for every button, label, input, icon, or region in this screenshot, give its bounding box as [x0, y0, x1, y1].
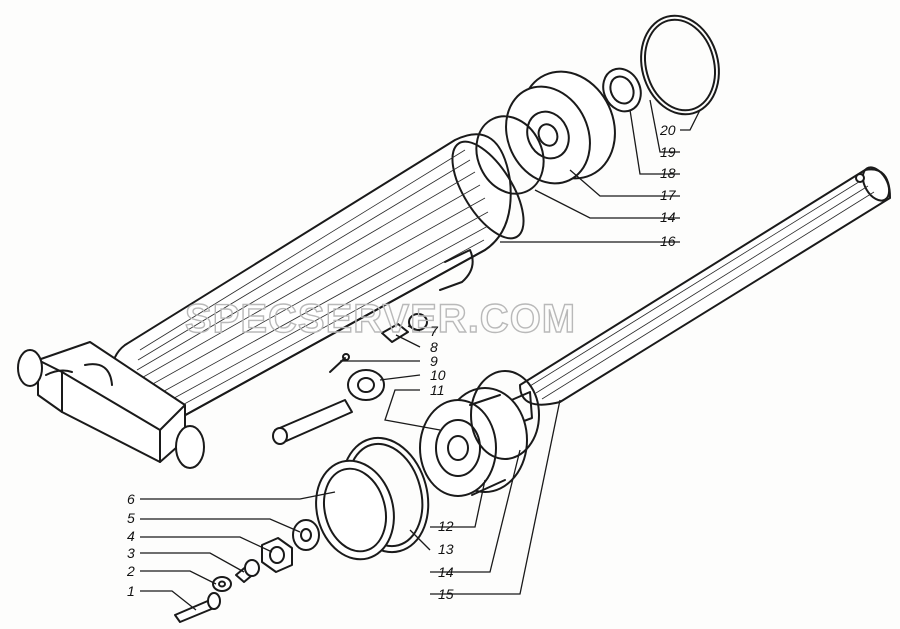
seal-18 — [602, 67, 642, 113]
callout-19: 19 — [660, 144, 676, 160]
union-8 — [381, 323, 409, 343]
piston-rod — [499, 166, 891, 429]
retaining-ring-20 — [640, 14, 720, 116]
callout-18: 18 — [660, 165, 676, 181]
callout-15: 15 — [438, 586, 454, 602]
callout-10: 10 — [430, 367, 446, 383]
callout-8: 8 — [430, 339, 438, 355]
callout-6: 6 — [127, 491, 135, 507]
bolt-1 — [174, 592, 221, 623]
callout-7: 7 — [430, 323, 439, 339]
washer-2 — [212, 576, 232, 592]
callout-12: 12 — [438, 518, 454, 534]
leader-lines — [140, 99, 701, 611]
bushing-10 — [347, 369, 385, 401]
washer-5 — [292, 519, 320, 551]
callout-4: 4 — [127, 528, 135, 544]
piston-ring-14 — [470, 370, 540, 460]
cuff-6 — [315, 459, 395, 561]
cylinder-barrel — [110, 133, 525, 422]
callout-20: 20 — [659, 122, 676, 138]
cotter-9 — [329, 353, 350, 373]
callout-11: 11 — [430, 382, 445, 398]
piston — [419, 387, 528, 497]
callout-3: 3 — [127, 545, 135, 561]
callout-2: 2 — [126, 563, 135, 579]
callout-14-piston: 14 — [438, 564, 454, 580]
callout-5: 5 — [127, 510, 135, 526]
nipple-3 — [235, 559, 260, 583]
callout-labels: 1 2 3 4 5 6 7 8 9 10 11 12 13 14 14 15 1… — [126, 122, 677, 602]
callout-13: 13 — [438, 541, 454, 557]
nut-4 — [261, 537, 293, 573]
pin-11 — [272, 399, 353, 445]
callout-9: 9 — [430, 353, 438, 369]
mount-bracket — [17, 341, 205, 469]
cylinder-head-17 — [505, 70, 616, 185]
watermark-text: SPECSERVER.COM — [185, 297, 576, 341]
callout-14-head: 14 — [660, 209, 676, 225]
callout-17: 17 — [660, 187, 677, 203]
callout-1: 1 — [127, 583, 135, 599]
o-ring-14-head — [475, 115, 545, 195]
callout-16: 16 — [660, 233, 676, 249]
